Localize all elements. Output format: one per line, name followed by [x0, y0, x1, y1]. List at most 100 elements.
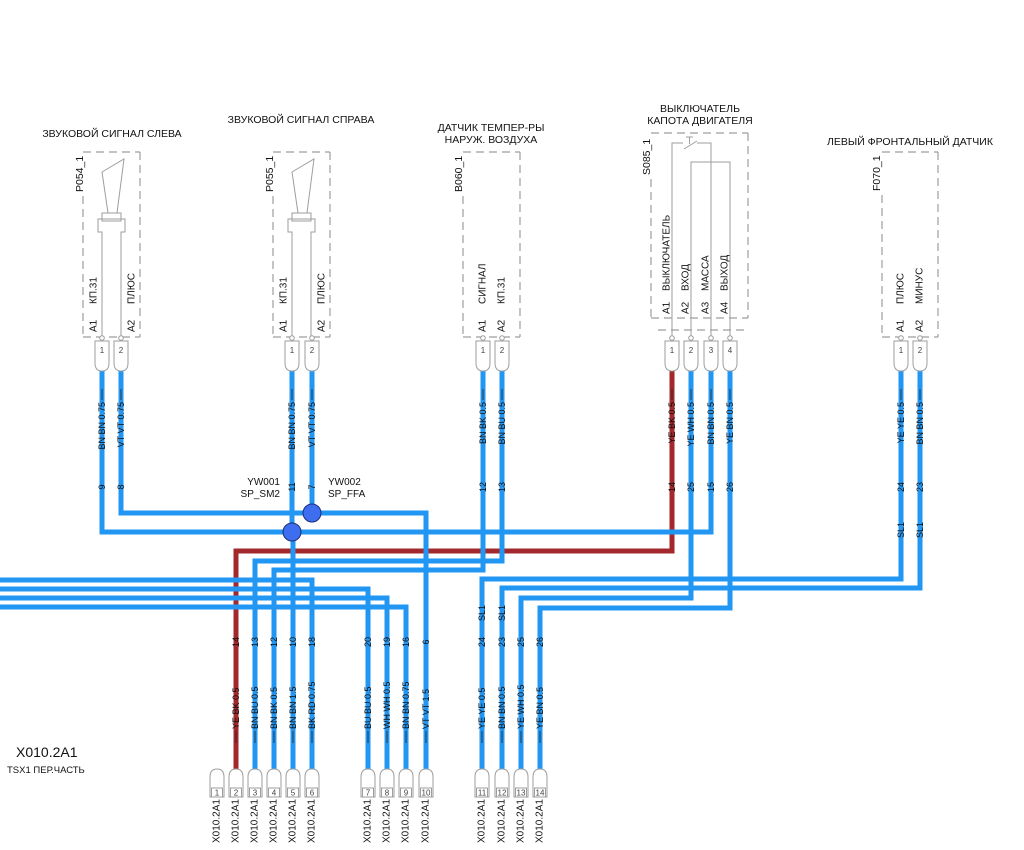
pin-number: 4 [272, 789, 277, 798]
component-front-sensor-left: ЛЕВЫЙ ФРОНТАЛЬНЫЙ ДАТЧИКF070_1ПЛЮСA11МИН… [827, 135, 994, 372]
pin-position-label: A2 [681, 301, 692, 314]
wire-shield-label: SL1 [477, 605, 487, 621]
connector-pin-label: X010.2A1 [269, 799, 280, 843]
component-title: ЛЕВЫЙ ФРОНТАЛЬНЫЙ ДАТЧИК [827, 135, 994, 148]
component-pin-terminal: 2 [912, 335, 928, 372]
component-horn-right: ЗВУКОВОЙ СИГНАЛ СПРАВАP055_1КП.31A11ПЛЮС… [228, 113, 374, 372]
pin-number: 2 [234, 789, 239, 798]
pin-number: 7 [366, 789, 371, 798]
wire-spec-label: YE WH 0.5 [686, 402, 696, 447]
pin-position-label: A1 [89, 319, 100, 332]
wire-number-label: 26 [725, 482, 735, 492]
pin-number: 11 [478, 789, 487, 798]
wire-spec-label: BN BN 0.5 [706, 402, 716, 445]
pin-number: 13 [517, 789, 526, 798]
pin-position-label: A1 [896, 319, 907, 332]
splice-point [302, 503, 322, 523]
horn-icon [287, 158, 316, 337]
wire-number-label: 7 [307, 484, 317, 489]
pin-position-label: A2 [127, 319, 138, 332]
wire-number-label: 18 [307, 637, 317, 647]
wire-number-label: 9 [97, 484, 107, 489]
wire-spec-label: YE YE 0.5 [477, 688, 487, 729]
component-pin-terminal: 2 [683, 335, 699, 372]
wire-spec-label: YE YE 0.5 [896, 402, 906, 443]
pin-number: 1 [670, 346, 675, 355]
wire-spec-label: BN BN 0.75 [97, 402, 107, 450]
pin-number: 2 [119, 346, 124, 355]
connector-pin-label: X010.2A1 [535, 799, 546, 843]
wire-number-label: 25 [516, 637, 526, 647]
pin-number: 5 [291, 789, 296, 798]
component-ref-label: P055_1 [264, 156, 276, 192]
pin-number: 1 [100, 346, 105, 355]
wire [271, 370, 486, 772]
wire-spec-label: BN BN 0.75 [401, 681, 411, 729]
connector-pin-label: X010.2A1 [421, 799, 432, 843]
component-pin-terminal: 1 [94, 335, 110, 372]
wire-number-label: 12 [269, 637, 279, 647]
component-pin-terminal: 1 [893, 335, 909, 372]
component-ref-label: S085_1 [641, 139, 653, 175]
wire-number-label: 20 [363, 637, 373, 647]
component-title: НАРУЖ. ВОЗДУХА [445, 134, 538, 146]
wire-spec-label: BN BU 0.5 [250, 686, 260, 729]
wire-spec-label: VT VT 0.75 [307, 402, 317, 447]
wire-number-label: 25 [686, 482, 696, 492]
wire-spec-label: YE BK 0.5 [231, 687, 241, 729]
pin-number: 8 [385, 789, 390, 798]
pin-number: 1 [215, 789, 220, 798]
wire-shield-label: SL1 [915, 522, 925, 538]
splice-id-label: YW001 [247, 477, 280, 488]
pin-position-label: A4 [720, 301, 731, 314]
wire-spec-label: BN BN 1.5 [288, 686, 298, 729]
wire [0, 595, 390, 772]
pin-position-label: A2 [317, 319, 328, 332]
connector-pin-label: X010.2A1 [382, 799, 393, 843]
wire [0, 604, 409, 772]
wire-spec-label: BK RD 0.75 [307, 681, 317, 729]
pin-function-label: КП.31 [89, 277, 100, 304]
component-outline [82, 151, 141, 338]
pin-position-label: A2 [915, 319, 926, 332]
component-pin-terminal: 2 [113, 335, 129, 372]
pin-number: 4 [728, 346, 733, 355]
wire-spec-label: BN BN 0.5 [497, 686, 507, 729]
horn-icon [97, 158, 126, 337]
wire-spec-label: VT VT 0.75 [116, 402, 126, 447]
component-title: ВЫКЛЮЧАТЕЛЬ [660, 103, 740, 115]
pin-number: 6 [310, 789, 315, 798]
pin-function-label: МАССА [701, 255, 712, 291]
wire-spec-label: YE WH 0.5 [516, 684, 526, 729]
wire [0, 577, 315, 772]
splice-point [282, 522, 302, 542]
switch-icon [671, 136, 731, 337]
wire-shield-label: SL1 [896, 522, 906, 538]
splice-id-label: YW002 [328, 477, 361, 488]
component-pin-terminal: 2 [494, 335, 510, 372]
pin-number: 2 [500, 346, 505, 355]
component-horn-left: ЗВУКОВОЙ СИГНАЛ СЛЕВАP054_1КП.31A11ПЛЮСA… [42, 127, 182, 372]
splices-layer: YW001 SP_SM2 YW002 SP_FFA [241, 477, 366, 542]
wire-spec-label: BN BN 0.75 [287, 402, 297, 450]
connector-pin-label: X010.2A1 [231, 799, 242, 843]
component-outline [881, 151, 939, 338]
connector-pin-label: X010.2A1 [250, 799, 261, 843]
wire-number-label: 14 [667, 482, 677, 492]
connector-description: TSX1 ПЕР.ЧАСТЬ [7, 765, 85, 776]
wire-number-label: 11 [287, 482, 297, 491]
wire-number-label: 6 [421, 639, 431, 644]
wire-spec-label: BN BU 0.5 [497, 402, 507, 445]
wire-spec-label: YE BN 0.5 [535, 687, 545, 729]
wire-spec-label: BN BK 0.5 [478, 402, 488, 444]
connector-pin-label: X010.2A1 [516, 799, 527, 843]
